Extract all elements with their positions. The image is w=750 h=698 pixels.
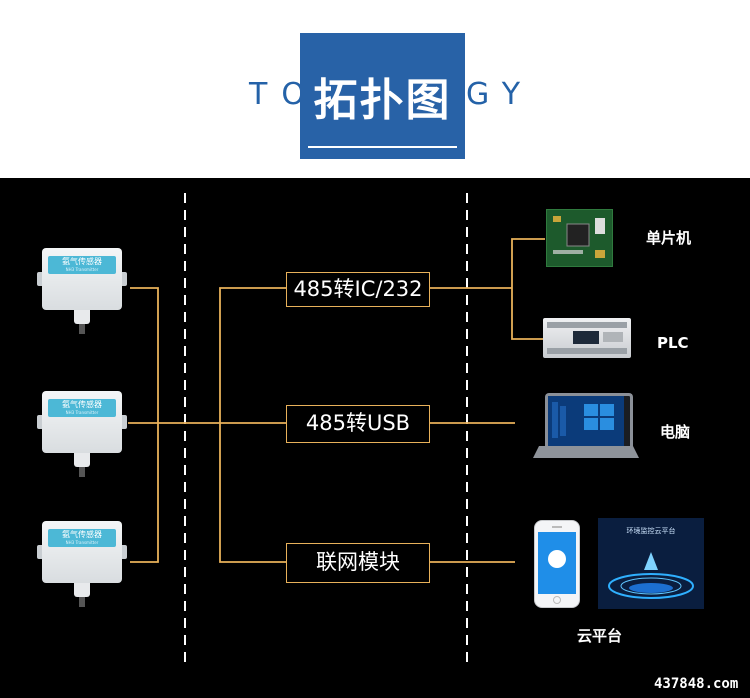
- sensor-sublabel: NH3 Transmitter: [65, 267, 99, 272]
- sensor-body: 氨气传感器 NH3 Transmitter: [42, 248, 122, 310]
- wire-sensor1: [130, 287, 159, 423]
- sensor-ear-left: [37, 545, 45, 559]
- sensor-ear-right: [119, 545, 127, 559]
- laptop-icon: [545, 393, 633, 449]
- laptop-screen-graphic: [548, 396, 624, 446]
- sensor-ear-left: [37, 415, 45, 429]
- sensor-cable: [79, 467, 85, 477]
- sensor-body: 氨气传感器 NH3 Transmitter: [42, 391, 122, 453]
- label-mcu: 单片机: [646, 229, 692, 247]
- converter-usb: 485转USB: [286, 405, 430, 443]
- mcu-board-graphic: [553, 216, 605, 258]
- sensor-ear-left: [37, 272, 45, 286]
- sensor-ear-right: [119, 415, 127, 429]
- sensor-sublabel: NH3 Transmitter: [65, 410, 99, 415]
- plc-icon: [543, 318, 631, 358]
- wire-mcu: [511, 238, 545, 288]
- plc-graphic: [547, 322, 627, 354]
- english-title-left: TO: [249, 77, 319, 112]
- label-computer: 电脑: [660, 423, 691, 441]
- sensor-label: 氨气传感器: [62, 257, 102, 266]
- title-box: 拓扑图: [300, 33, 465, 159]
- watermark: 437848.com: [654, 676, 739, 692]
- sensor-band: [48, 529, 116, 547]
- sensor-band: [48, 256, 116, 274]
- sensor-plug: [74, 453, 90, 467]
- cloud-screen-title: 环境监控云平台: [626, 527, 676, 535]
- sensor-plug: [74, 583, 90, 597]
- sensor-label: 氨气传感器: [62, 400, 102, 409]
- header: TO GY 拓扑图: [0, 0, 750, 178]
- sensor-cable: [79, 324, 85, 334]
- english-title-right: GY: [466, 77, 535, 112]
- phone-screen-graphic: [538, 526, 576, 604]
- sensor-ear-right: [119, 272, 127, 286]
- title-underline: [308, 146, 457, 148]
- mcu-board-icon: [546, 209, 613, 267]
- page-title: 拓扑图: [313, 75, 452, 126]
- label-plc: PLC: [657, 334, 689, 352]
- sensor-cable: [79, 597, 85, 607]
- converter-ic232: 485转IC/232: [286, 272, 430, 307]
- label-cloud: 云平台: [577, 627, 623, 645]
- sensor-sublabel: NH3 Transmitter: [65, 540, 99, 545]
- sensor-body: 氨气传感器 NH3 Transmitter: [42, 521, 122, 583]
- wire-plc: [511, 288, 543, 340]
- cloud-platform-icon: 环境监控云平台: [598, 518, 704, 609]
- sensor-label: 氨气传感器: [62, 530, 102, 539]
- converter-network: 联网模块: [286, 543, 430, 583]
- sensor-band: [48, 399, 116, 417]
- phone-icon: [534, 520, 580, 608]
- laptop-base-icon: [533, 446, 639, 458]
- wire-bus: [219, 287, 287, 563]
- cloud-platform-graphic: [608, 552, 694, 599]
- sensor-plug: [74, 310, 90, 324]
- wire-sensor3: [130, 423, 159, 563]
